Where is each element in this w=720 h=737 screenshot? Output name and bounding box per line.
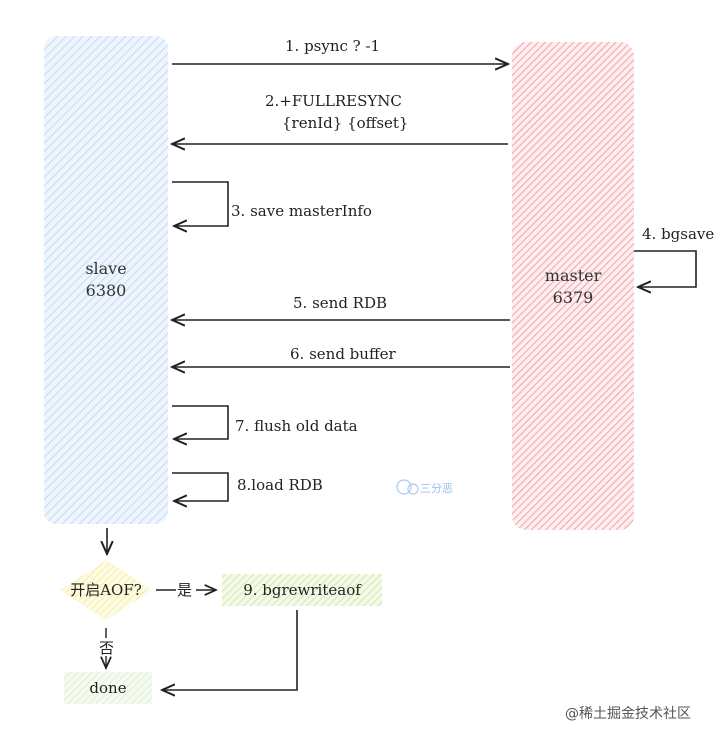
- bgrewriteaof-box: [222, 574, 382, 606]
- save-master-info-loop: [172, 181, 229, 226]
- aof-decision-label: 开启AOF?: [70, 581, 142, 599]
- slave-name: slave: [85, 259, 127, 278]
- slave-label: slave 6380: [44, 258, 168, 302]
- master-port: 6379: [552, 288, 594, 307]
- master-label: master 6379: [512, 265, 634, 309]
- watermark: @稀土掘金技术社区: [565, 706, 691, 722]
- step-bgsave-label: 4. bgsave: [642, 225, 715, 243]
- slave-port: 6380: [85, 281, 127, 300]
- no-label: 否: [99, 639, 115, 657]
- aof-to-done-arrow: [162, 610, 298, 690]
- step-send-rdb-label: 5. send RDB: [293, 294, 388, 312]
- master-name: master: [544, 266, 602, 285]
- logo-text: 三分恶: [420, 482, 453, 495]
- master-node: [512, 42, 634, 530]
- aof-decision-diamond: [60, 560, 152, 620]
- step-load-rdb-label: 8.load RDB: [237, 476, 323, 494]
- step-fullresync-args: {renId} {offset}: [282, 114, 409, 132]
- step-flush-old-data-label: 7. flush old data: [235, 417, 358, 435]
- step-fullresync-label: 2.+FULLRESYNC: [265, 92, 402, 110]
- load-rdb-loop: [172, 472, 229, 501]
- logo-icon: [396, 479, 419, 495]
- step-psync-label: 1. psync ? -1: [285, 37, 381, 55]
- yes-label: 是: [177, 581, 193, 599]
- slave-node: [44, 36, 168, 524]
- bgrewriteaof-label: 9. bgrewriteaof: [243, 581, 361, 599]
- step-save-master-info-label: 3. save masterInfo: [231, 202, 372, 220]
- done-label: done: [89, 679, 127, 697]
- flush-old-data-loop: [172, 405, 229, 439]
- done-box: [64, 672, 152, 704]
- bgsave-loop: [634, 250, 697, 287]
- step-send-buffer-label: 6. send buffer: [290, 345, 396, 363]
